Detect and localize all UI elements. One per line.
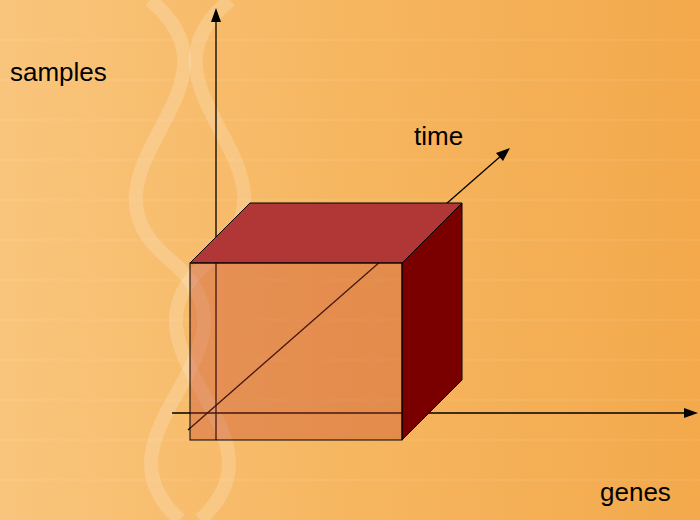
axis-label-slot: samples: [10, 58, 107, 88]
axis-label: genes: [600, 478, 671, 508]
cube: [190, 203, 462, 440]
axes: [172, 8, 698, 440]
axis-label-slot: genes: [600, 478, 671, 508]
axis-label: samples: [10, 58, 107, 88]
background-stripes: [0, 40, 700, 480]
axis-label-slot: time: [414, 122, 463, 152]
axis-label: time: [414, 122, 463, 152]
